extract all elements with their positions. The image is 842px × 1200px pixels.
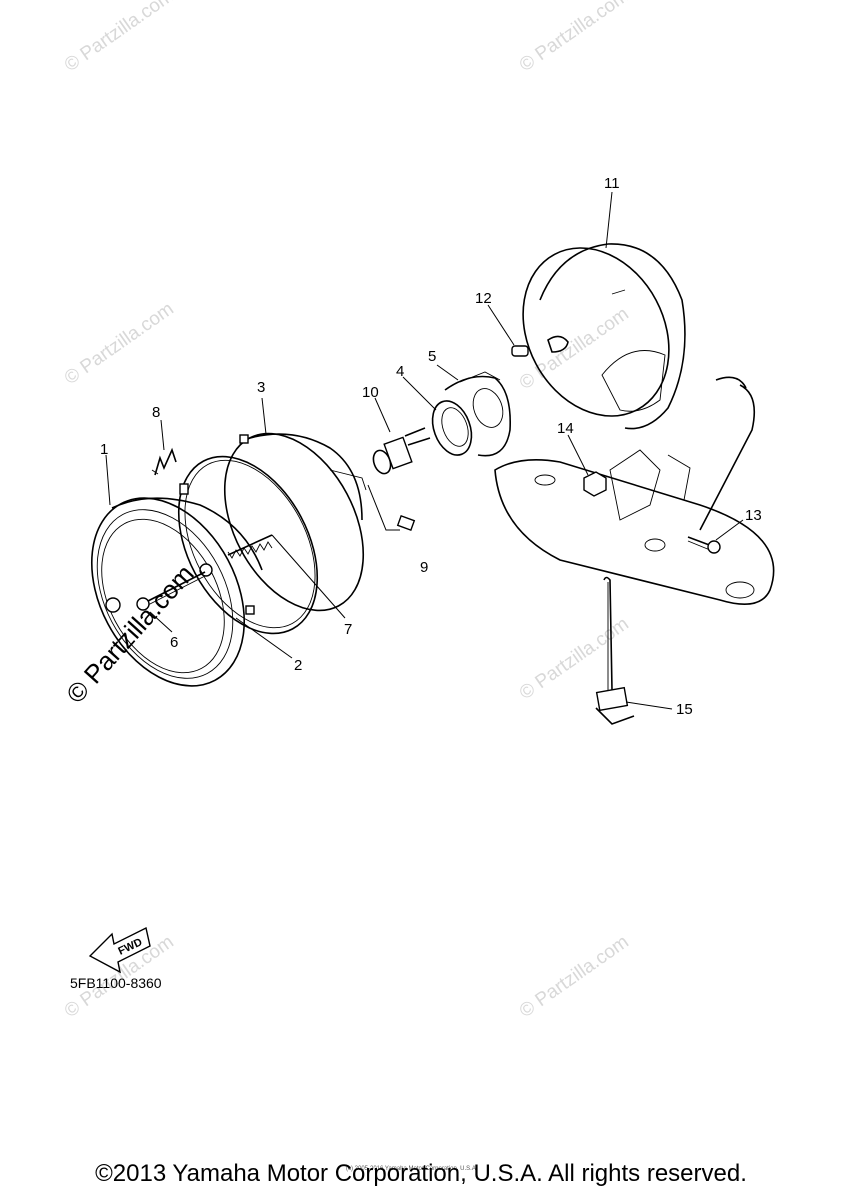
part-cable-tie: [595, 576, 635, 725]
part-socket-cover: [431, 400, 473, 456]
callout-3: 3: [257, 379, 265, 396]
watermark-dark: © Partzilla.com: [60, 559, 200, 709]
leader-lines: [105, 191, 744, 710]
part-headlight-housing: [522, 243, 686, 430]
watermark: © Partzilla.com: [516, 931, 633, 1022]
callout-4: 4: [396, 363, 404, 380]
callout-numbers: 1 2 3 4 5 6 7 8 9 10 11 12 13 14 15: [100, 175, 762, 718]
callout-15: 15: [676, 701, 693, 718]
watermark: © Partzilla.com: [61, 0, 178, 76]
callout-8: 8: [152, 404, 160, 421]
part-bulb: [372, 427, 431, 475]
watermark: © Partzilla.com: [516, 303, 633, 394]
callout-10: 10: [362, 384, 379, 401]
callout-12: 12: [475, 290, 492, 307]
part-frame-bracket: [494, 376, 775, 606]
watermarks: © Partzilla.com © Partzilla.com © Partzi…: [60, 0, 633, 1022]
part-long-bolt: [687, 536, 721, 554]
part-socket-housing: [444, 371, 512, 457]
part-bolt: [511, 335, 569, 357]
diagram-reference-code: 5FB1100-8360: [70, 975, 162, 991]
callout-13: 13: [745, 507, 762, 524]
part-socket-tab: [367, 484, 416, 531]
copyright-notice: ©2013 Yamaha Motor Corporation, U.S.A. A…: [95, 1160, 747, 1187]
callout-6: 6: [170, 634, 178, 651]
watermark: © Partzilla.com: [61, 298, 178, 389]
part-clip: [151, 447, 177, 476]
callout-1: 1: [100, 441, 108, 458]
watermark: © Partzilla.com: [516, 0, 633, 76]
fwd-arrow-icon: FWD: [88, 926, 151, 974]
callout-11: 11: [604, 175, 620, 192]
callout-2: 2: [294, 657, 302, 674]
part-nut: [583, 471, 607, 497]
callout-7: 7: [344, 621, 352, 638]
part-spring: [227, 534, 346, 619]
part-headlight-rim: [90, 497, 263, 687]
callout-14: 14: [557, 420, 574, 437]
tiny-copyright-notice: (c) 2005-2016 Yamaha Motor Corporation, …: [346, 1166, 478, 1172]
callout-9: 9: [420, 559, 428, 576]
part-lens-unit: [223, 432, 367, 612]
part-screw: [136, 571, 206, 611]
part-ring: [177, 455, 319, 635]
callout-5: 5: [428, 348, 436, 365]
